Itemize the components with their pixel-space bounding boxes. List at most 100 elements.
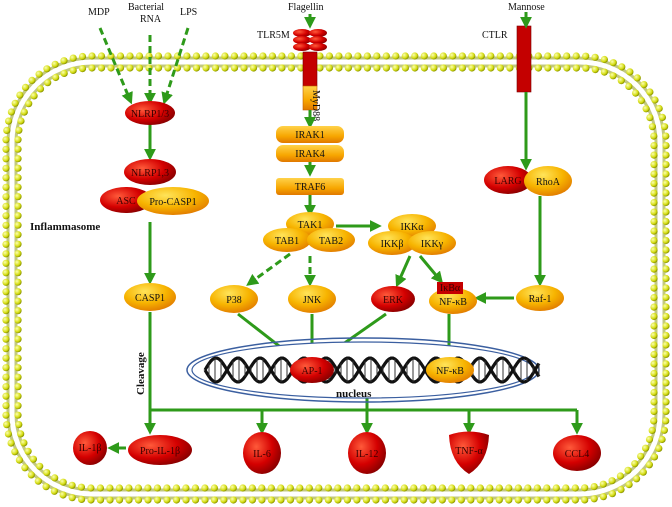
membrane-bead	[220, 484, 228, 492]
membrane-bead	[7, 108, 15, 116]
membrane-bead	[11, 448, 19, 456]
membrane-bead	[662, 312, 670, 321]
membrane-bead	[609, 72, 617, 80]
membrane-bead	[2, 345, 10, 353]
membrane-bead	[2, 354, 10, 362]
membrane-bead	[650, 331, 658, 340]
membrane-bead	[639, 468, 647, 476]
membrane-bead	[68, 494, 76, 502]
membrane-bead	[229, 496, 237, 504]
membrane-bead	[353, 484, 361, 492]
membrane-bead	[59, 491, 67, 499]
membrane-bead	[2, 335, 10, 343]
membrane-bead	[661, 123, 669, 131]
membrane-bead	[354, 64, 362, 72]
membrane-bead	[505, 484, 513, 492]
jnk-node: JNK	[288, 285, 336, 313]
pro-casp1-node: Pro-CASP1	[137, 187, 209, 215]
ctlr-receptor	[516, 25, 532, 93]
membrane-bead	[401, 64, 409, 72]
membrane-bead	[354, 52, 362, 60]
lps-label: LPS	[180, 7, 197, 18]
membrane-bead	[87, 496, 95, 504]
membrane-bead	[410, 484, 418, 492]
membrane-bead	[182, 484, 190, 492]
membrane-bead	[571, 496, 579, 504]
membrane-bead	[68, 481, 76, 489]
membrane-bead	[650, 265, 658, 273]
membrane-bead	[14, 136, 22, 144]
membrane-bead	[662, 379, 670, 387]
membrane-bead	[14, 392, 22, 400]
membrane-bead	[533, 484, 541, 492]
membrane-bead	[163, 496, 171, 504]
p38-node: P38	[210, 285, 258, 313]
membrane-bead	[650, 407, 658, 416]
membrane-bead	[324, 484, 332, 492]
membrane-bead	[14, 193, 22, 201]
membrane-bead	[662, 265, 670, 273]
membrane-bead	[69, 54, 77, 62]
svg-text:IκBα: IκBα	[440, 283, 461, 294]
membrane-bead	[277, 496, 285, 504]
membrane-bead	[14, 145, 22, 153]
membrane-bead	[608, 477, 616, 485]
membrane-bead	[17, 117, 25, 125]
membrane-bead	[618, 63, 626, 71]
bacterial-label: Bacterial	[128, 2, 164, 13]
membrane-bead	[362, 496, 370, 504]
membrane-bead	[2, 326, 10, 334]
svg-text:JNK: JNK	[303, 295, 322, 306]
membrane-bead	[115, 496, 124, 504]
membrane-bead	[259, 52, 267, 60]
membrane-bead	[645, 461, 654, 469]
membrane-bead	[25, 100, 33, 108]
membrane-bead	[14, 259, 22, 267]
tak1-complex: TAK1 TAB1 TAB2	[263, 212, 355, 252]
membrane-bead	[135, 64, 144, 72]
membrane-bead	[646, 88, 654, 96]
membrane-bead	[477, 52, 485, 60]
membrane-bead	[315, 484, 323, 492]
membrane-bead	[106, 496, 114, 504]
membrane-bead	[600, 68, 609, 76]
membrane-bead	[35, 70, 43, 78]
membrane-bead	[534, 52, 542, 60]
membrane-bead	[287, 52, 295, 60]
membrane-bead	[201, 496, 209, 504]
membrane-bead	[15, 456, 23, 464]
membrane-bead	[268, 52, 276, 60]
membrane-bead	[662, 293, 670, 302]
membrane-bead	[552, 484, 560, 492]
membrane-bead	[324, 496, 332, 504]
membrane-bead	[134, 484, 142, 492]
membrane-bead	[2, 411, 10, 419]
membrane-bead	[650, 161, 658, 169]
membrane-bead	[458, 52, 466, 60]
nlrp1-3-top-node: NLRP1/3	[125, 101, 175, 125]
membrane-bead	[617, 486, 625, 494]
membrane-bead	[17, 430, 25, 438]
membrane-bead	[448, 484, 456, 492]
membrane-bead	[662, 417, 670, 425]
membrane-bead	[221, 52, 229, 60]
tlr5m-label: TLR5M	[257, 30, 290, 41]
membrane-bead	[287, 64, 295, 72]
flagellin-label: Flagellin	[288, 2, 324, 13]
membrane-bead	[650, 398, 658, 406]
membrane-bead	[164, 52, 172, 60]
membrane-bead	[239, 496, 247, 504]
membrane-bead	[34, 477, 42, 485]
membrane-bead	[650, 142, 658, 150]
membrane-bead	[125, 496, 133, 504]
membrane-bead	[2, 402, 10, 410]
membrane-bead	[4, 430, 12, 438]
membrane-bead	[631, 460, 639, 468]
membrane-bead	[458, 64, 466, 72]
membrane-bead	[420, 64, 428, 72]
membrane-bead	[553, 52, 561, 60]
casp1-node: CASP1	[124, 283, 176, 311]
membrane-bead	[496, 64, 504, 72]
membrane-bead	[277, 484, 285, 492]
membrane-bead	[286, 484, 294, 492]
